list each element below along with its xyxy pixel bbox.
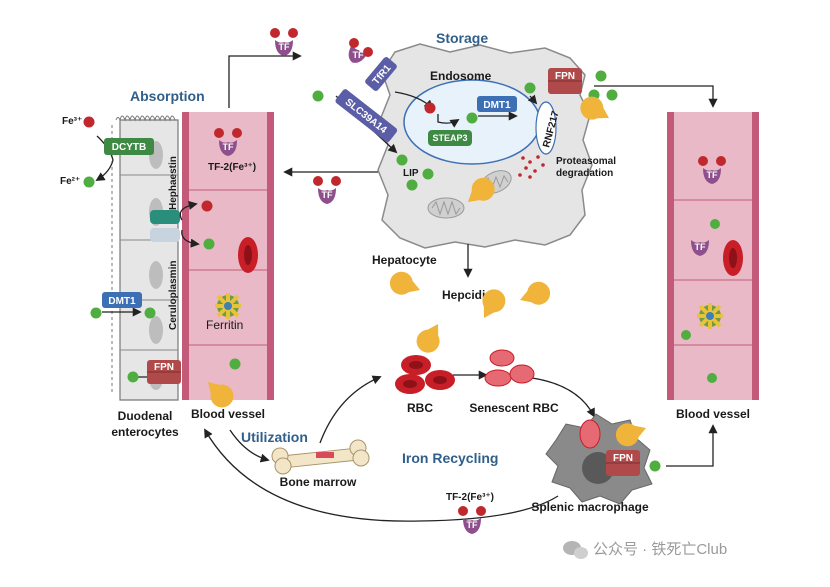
transferrin-icon: TF xyxy=(214,128,242,156)
watermark: 公众号 · 铁死亡Club xyxy=(563,541,727,559)
transferrin-icon: TF xyxy=(270,28,298,56)
dmt1-label: DMT1 xyxy=(483,100,511,111)
red-blood-cell-icon xyxy=(425,370,455,390)
fpn-transporter-spleen: FPN xyxy=(606,450,640,476)
tf-label: TF xyxy=(467,520,478,530)
hephaestin-ceruloplasmin-complex xyxy=(150,210,180,242)
left-blood-vessel xyxy=(182,112,274,413)
hephaestin-label: Hephaestin xyxy=(168,156,179,210)
proteasomal-label-1: Proteasomal xyxy=(556,156,616,167)
watermark-text: 公众号 · 铁死亡Club xyxy=(593,541,727,558)
fe2-label: Fe²⁺ xyxy=(60,176,80,187)
section-utilization: Utilization xyxy=(241,429,308,445)
proteasomal-fragments xyxy=(518,155,545,179)
transferrin-icon: TF xyxy=(313,176,341,204)
fpn-label: FPN xyxy=(613,453,633,464)
fpn-label: FPN xyxy=(154,362,174,373)
tf-label: TF xyxy=(279,42,290,52)
ferrous-iron-icon xyxy=(83,176,95,188)
section-storage: Storage xyxy=(436,30,488,46)
ferritin-icon xyxy=(213,291,243,321)
steap3-label: STEAP3 xyxy=(432,133,467,143)
ferric-iron-icon xyxy=(83,116,95,128)
splenic-macrophage-label: Splenic macrophage xyxy=(531,500,649,514)
hepcidin-label: Hepcidin xyxy=(442,288,493,302)
dmt1-transporter-gut: DMT1 xyxy=(90,292,156,319)
tf2-fe3-label-recycling: TF-2(Fe³⁺) xyxy=(446,492,494,503)
transferrin-icon: TF xyxy=(344,38,373,67)
senescent-rbc-cluster xyxy=(484,349,535,387)
red-blood-cell-icon xyxy=(401,355,431,375)
blood-vessel-label-right: Blood vessel xyxy=(676,407,750,421)
duodenal-label-2: enterocytes xyxy=(111,425,179,439)
dmt1-transporter-endosome: DMT1 xyxy=(477,96,517,112)
lip-label: LIP xyxy=(403,168,419,179)
dmt1-label: DMT1 xyxy=(108,296,136,307)
tf-label: TF xyxy=(707,170,718,180)
dcytb-label: DCYTB xyxy=(112,142,146,153)
fe3-label: Fe³⁺ xyxy=(62,116,82,127)
right-blood-vessel: TF TF xyxy=(667,112,759,400)
dcytb-transporter: DCYTB xyxy=(104,138,154,155)
transferrin-icon: TF xyxy=(698,156,726,184)
ferritin-label: Ferritin xyxy=(206,318,243,332)
red-blood-cell-icon xyxy=(395,374,425,394)
transferrin-icon: TF xyxy=(691,240,709,256)
bone-marrow-label: Bone marrow xyxy=(280,475,357,489)
duodenal-label-1: Duodenal xyxy=(118,409,173,423)
hepcidin-icon xyxy=(386,268,424,301)
rbc-cluster xyxy=(395,355,455,394)
section-absorption: Absorption xyxy=(130,88,205,104)
mitochondrion-icon xyxy=(427,197,465,219)
tf2-fe3-label: TF-2(Fe³⁺) xyxy=(208,162,256,173)
tf-label: TF xyxy=(322,190,333,200)
section-iron-recycling: Iron Recycling xyxy=(402,450,498,466)
duodenal-enterocytes xyxy=(111,115,179,401)
transferrin-icon: TF xyxy=(458,506,486,534)
endosome-label: Endosome xyxy=(430,69,492,83)
blood-vessel-label-left: Blood vessel xyxy=(191,407,265,421)
ferritin-icon xyxy=(695,301,725,331)
bone-icon xyxy=(271,439,370,475)
fpn-transporter-gut: FPN xyxy=(127,358,241,384)
hepcidin-icon xyxy=(516,278,554,311)
rbc-label: RBC xyxy=(407,401,433,415)
wechat-icon xyxy=(563,541,588,559)
tf-label: TF xyxy=(695,242,706,252)
tf-label: TF xyxy=(223,142,234,152)
fpn-transporter-liver: FPN xyxy=(548,68,582,94)
hepcidin-icon xyxy=(412,318,448,357)
steap3-protein: STEAP3 xyxy=(428,130,472,146)
ceruloplasmin-label: Ceruloplasmin xyxy=(168,261,179,330)
senescent-rbc-label: Senescent RBC xyxy=(469,401,559,415)
tf-label: TF xyxy=(353,50,364,60)
hepatocyte-label: Hepatocyte xyxy=(372,253,437,267)
fpn-label: FPN xyxy=(555,71,575,82)
proteasomal-label-2: degradation xyxy=(556,168,613,179)
